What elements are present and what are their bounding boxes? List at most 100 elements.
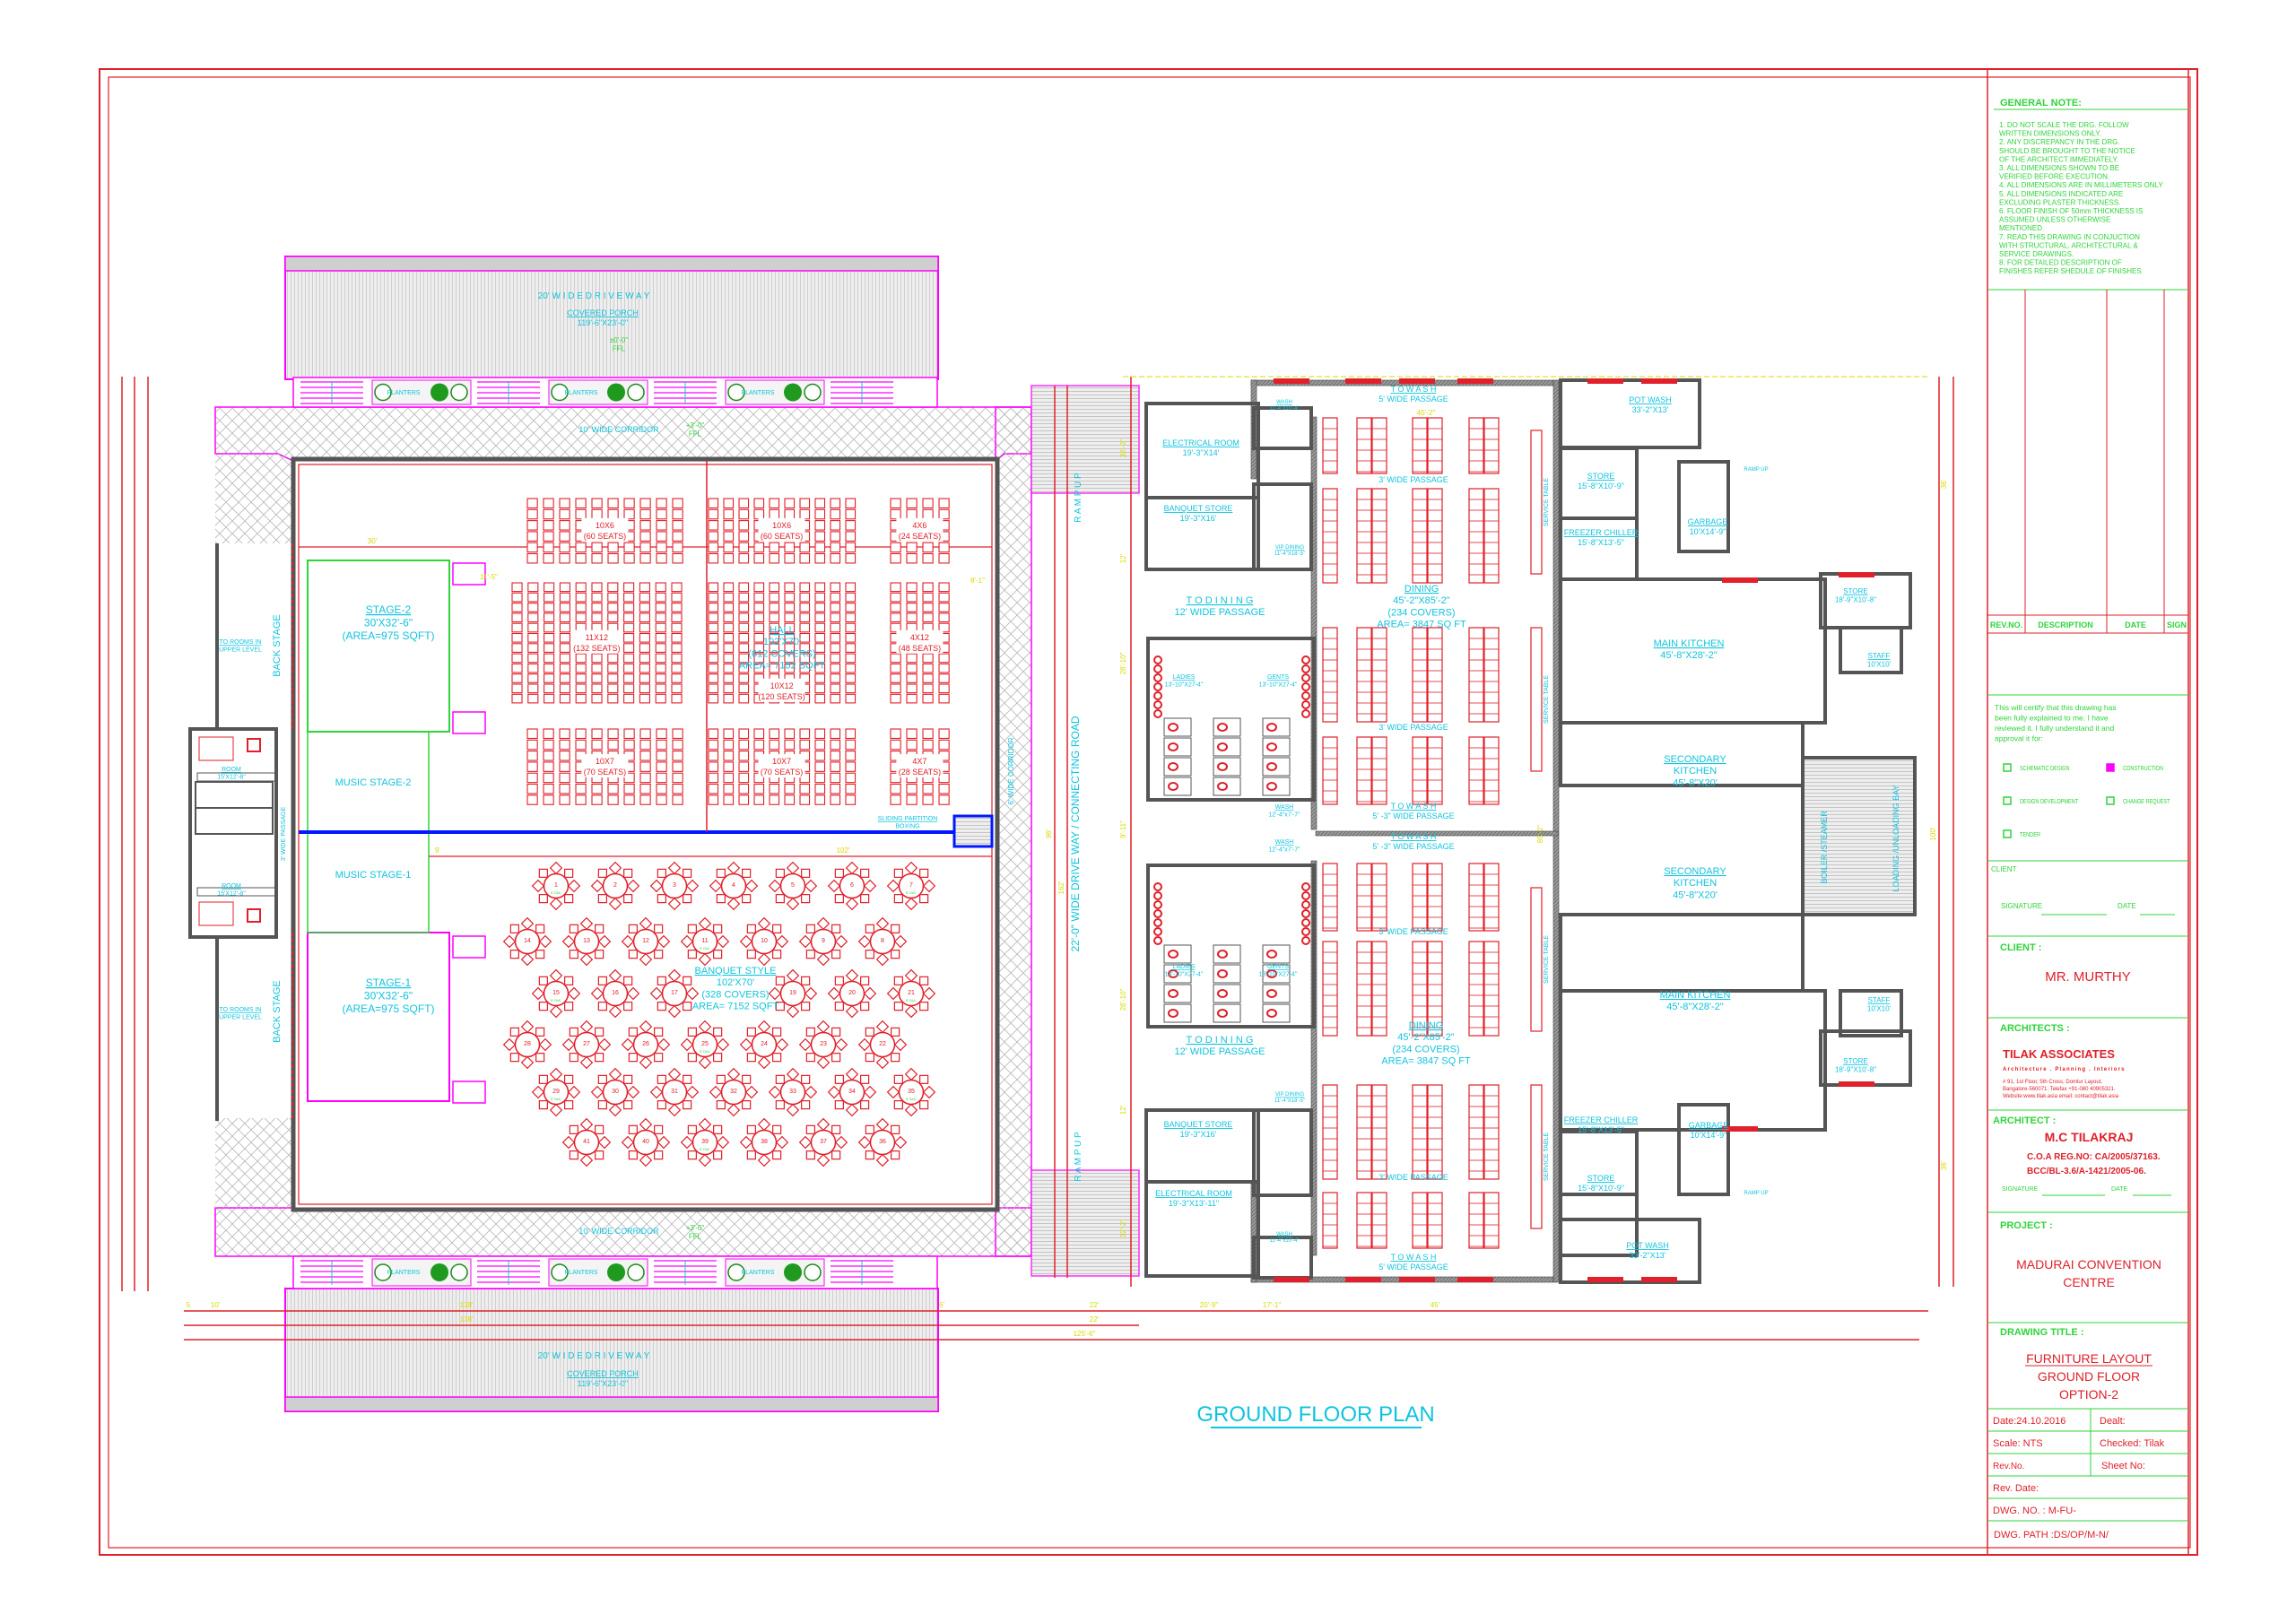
room-detail: 5' -3" WIDE PASSAGE <box>1372 812 1454 820</box>
theatre-chair <box>738 612 750 623</box>
toilet-icon <box>1266 969 1277 978</box>
theatre-chair <box>623 693 635 704</box>
table-number: 11 <box>701 938 708 944</box>
theatre-chair <box>738 531 750 542</box>
window <box>1587 378 1623 384</box>
theatre-chair <box>738 728 750 740</box>
approval-option[interactable]: CONSTRUCTION <box>2106 763 2163 772</box>
wc-cubicle <box>1213 964 1241 984</box>
plant-icon <box>727 1263 745 1281</box>
approval-option[interactable]: SCHEMATIC DESIGN <box>2003 763 2070 772</box>
dimension-value: 36' <box>1940 1160 1948 1170</box>
theatre-chair <box>769 663 780 673</box>
theatre-chair <box>543 520 554 531</box>
theatre-chair <box>830 653 841 664</box>
theatre-chair <box>906 739 918 751</box>
theatre-chair <box>922 603 934 612</box>
theatre-chair <box>527 603 539 612</box>
checkbox-unchecked[interactable] <box>2106 796 2115 805</box>
stage-steps <box>452 562 486 586</box>
banquet-chair <box>805 1053 815 1063</box>
theatre-chair <box>922 683 934 694</box>
banquet-chair <box>919 894 929 904</box>
checkbox-unchecked[interactable] <box>2003 796 2012 805</box>
room-detail: 15'-8"X13'-5" <box>1578 538 1624 547</box>
wc-cubicle <box>1163 737 1192 757</box>
project-heading: PROJECT : <box>2000 1220 2053 1231</box>
table-top <box>661 1079 688 1106</box>
table-size-note: 5' DIA. <box>700 946 710 950</box>
general-note-line: EXCLUDING PLASTER THICKNESS. <box>1999 198 2120 206</box>
theatre-chair <box>814 542 826 553</box>
banquet-chair <box>561 1135 576 1150</box>
table-top <box>720 872 747 899</box>
bed-icon <box>198 736 234 761</box>
dining-table <box>1412 488 1428 584</box>
approval-option[interactable]: TENDER <box>2003 829 2040 838</box>
banquet-chair <box>831 1150 841 1160</box>
banquet-chair <box>919 1074 929 1084</box>
theatre-chair <box>543 751 554 761</box>
client-sign-label: CLIENT <box>1991 865 2017 873</box>
theatre-chair <box>830 728 841 740</box>
label-planters-1: PLANTERS <box>387 390 421 396</box>
banquet-chair <box>657 1037 671 1052</box>
theatre-chair <box>591 612 603 623</box>
theatre-chair <box>672 542 683 553</box>
theatre-chair <box>672 783 683 794</box>
theatre-chair <box>544 653 555 664</box>
round-table: 22 <box>857 1020 908 1070</box>
theatre-chair <box>655 643 666 653</box>
approval-option[interactable]: DESIGN DEVELOPMENT <box>2003 796 2078 805</box>
banquet-chair <box>535 950 545 959</box>
theatre-chair <box>543 508 554 520</box>
checkbox-unchecked[interactable] <box>2003 763 2012 772</box>
theatre-chair <box>738 683 750 694</box>
theatre-chair <box>639 542 651 553</box>
plant-icon <box>430 383 448 402</box>
label-back-stage-bottom: BACK STAGE <box>272 980 283 1042</box>
theatre-chair <box>544 663 555 673</box>
theatre-chair <box>527 592 539 603</box>
checkbox-unchecked[interactable] <box>2003 829 2012 838</box>
theatre-chair <box>575 683 587 694</box>
round-table: 19 <box>768 968 818 1019</box>
room-detail: BOXING <box>895 823 919 829</box>
architects-heading: ARCHITECTS : <box>2000 1023 2070 1034</box>
theatre-chair <box>623 739 635 751</box>
plant-icon <box>374 383 392 402</box>
theatre-chair <box>708 622 719 633</box>
round-table: 12 <box>621 916 671 967</box>
service-table <box>1530 1084 1543 1229</box>
banquet-chair <box>657 976 666 985</box>
checkbox-checked[interactable] <box>2106 763 2115 772</box>
theatre-chair <box>845 508 857 520</box>
banquet-chair <box>891 1150 900 1160</box>
theatre-chair <box>830 761 841 772</box>
theatre-chair <box>830 783 841 794</box>
banquet-chair <box>687 1027 697 1037</box>
approval-option[interactable]: CHANGE REQUEST <box>2106 796 2170 805</box>
banquet-chair <box>597 976 607 985</box>
theatre-chair <box>623 683 635 694</box>
banquet-chair <box>757 1055 771 1070</box>
theatre-chair <box>738 603 750 612</box>
room-name: MUSIC STAGE-2 <box>335 777 412 788</box>
theatre-chair <box>575 498 587 509</box>
theatre-chair <box>708 603 719 612</box>
theatre-chair <box>814 622 826 633</box>
toilet-icon <box>1217 1009 1228 1018</box>
wash-basin-icon <box>1301 909 1310 918</box>
room-detail: 15'X12'-8" <box>217 774 246 780</box>
banquet-chair <box>891 950 900 959</box>
corridor-east <box>995 406 1032 1257</box>
theatre-chair <box>799 622 811 633</box>
round-table: 14 <box>502 916 552 967</box>
label-back-stage-top: BACK STAGE <box>272 614 283 676</box>
round-table: 16 <box>590 968 640 1019</box>
